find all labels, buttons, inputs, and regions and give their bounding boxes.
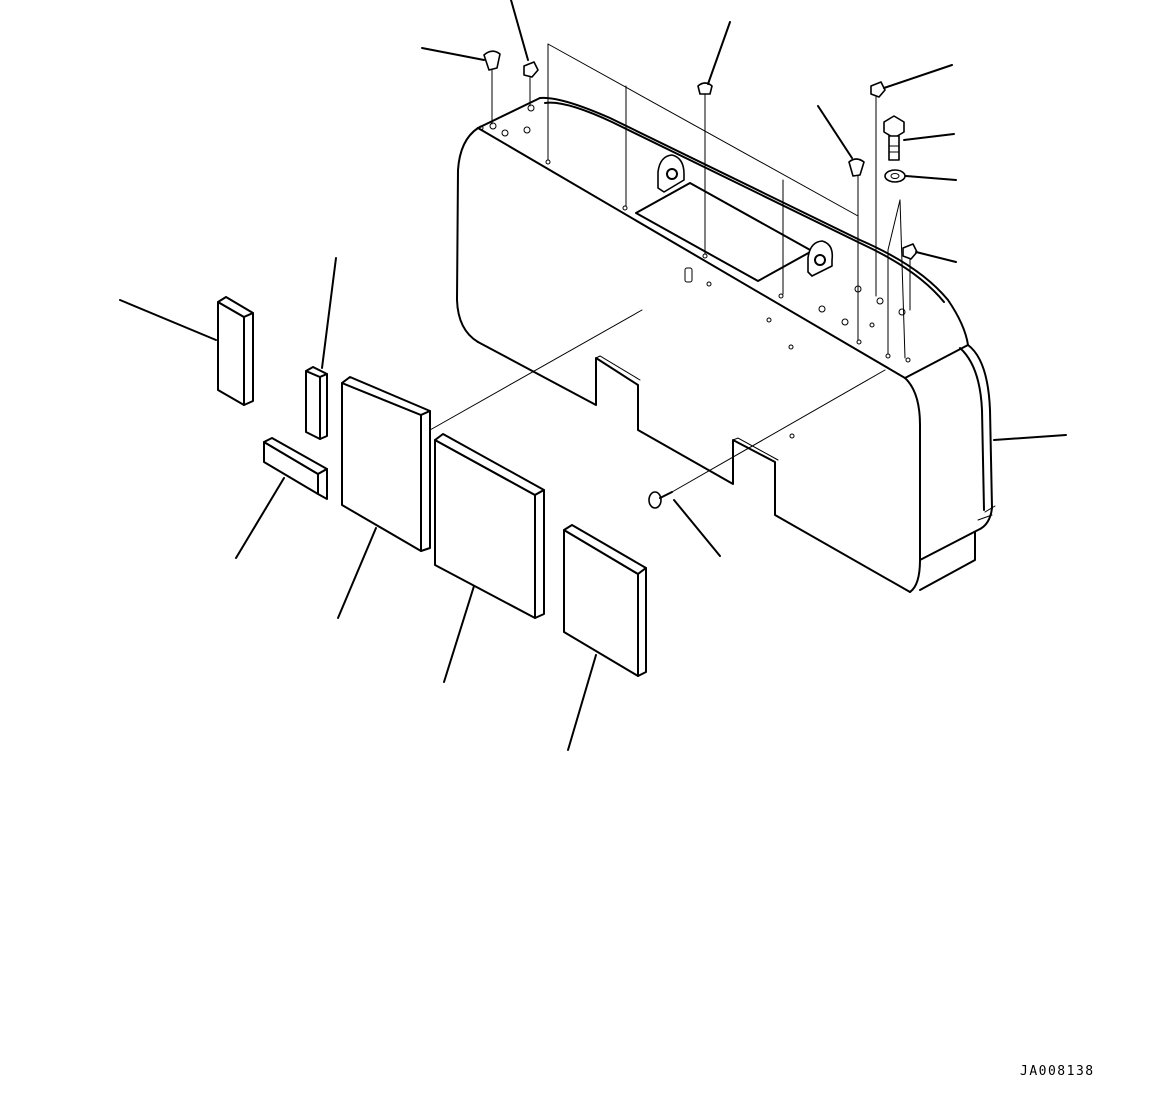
callout-leaders [119,0,1067,751]
fastener-icon [648,491,673,509]
drawing-number: JA008138 [1020,1064,1095,1079]
counterweight-housing [456,96,996,593]
insulation-pad [217,296,647,677]
bolt-icon [883,115,905,161]
mounting-holes [478,104,911,439]
washer-icon [884,169,906,183]
lifting-eye [657,154,834,277]
clip-icon [523,61,918,260]
grommet-icon [483,50,865,177]
assembly-lines [429,43,911,493]
top-access-cover [635,182,813,282]
